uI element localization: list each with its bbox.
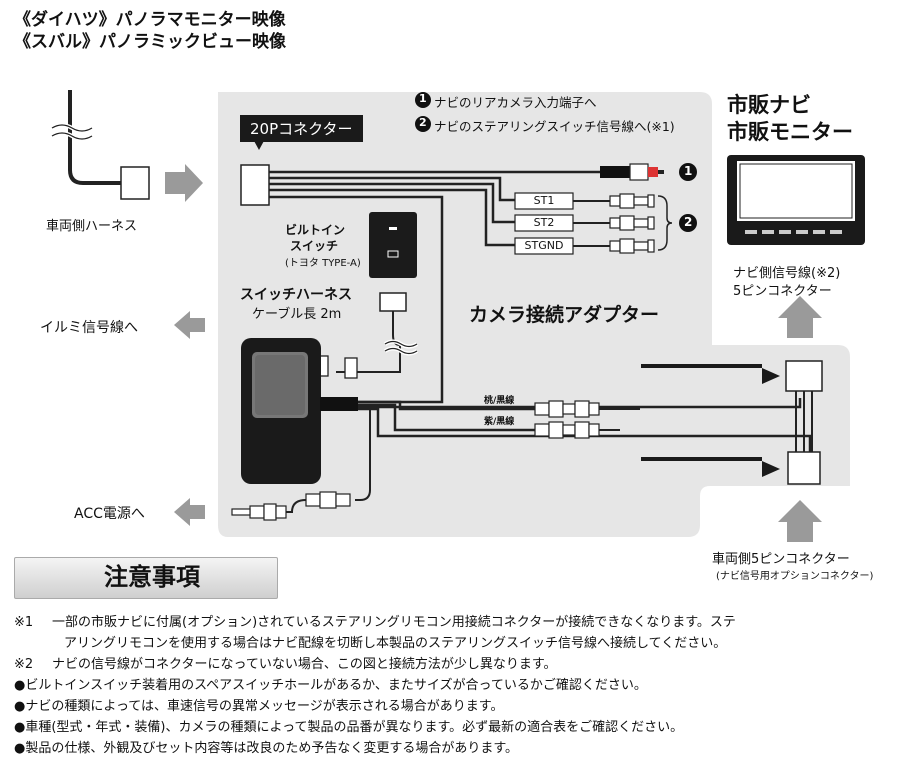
builtin-switch-label-3: (トヨタ TYPE-A) (285, 258, 361, 269)
connector-20p-tag: 20Pコネクター (240, 115, 363, 142)
peach-cable-label: 桃/黒線 (484, 396, 515, 406)
arrow-left-icon (174, 311, 205, 339)
connector-20p (240, 164, 270, 206)
note-mark: ● (14, 720, 26, 735)
legend-2-number: 2 (419, 116, 427, 129)
monitor-icon (727, 155, 865, 245)
vehicle-harness-cable (50, 90, 123, 185)
st-terminals (609, 193, 655, 254)
note-mark: ※2 (14, 657, 34, 672)
note-text: ナビの種類によっては、車速信号の異常メッセージが表示される場合があります。 (25, 699, 504, 714)
connector-5p-lower (787, 451, 821, 485)
title-daihatsu: 《ダイハツ》パノラマモニター映像 (14, 10, 286, 30)
navi-signal-line-1: ナビ側信号線(※2) (733, 266, 841, 281)
legend-1-circle (415, 92, 431, 108)
connector-5p-upper (785, 360, 823, 392)
note-2: ※2 ナビの信号線がコネクターになっていない場合、この図と接続方法が少し異なります… (14, 654, 894, 675)
stgnd-label: STGND (524, 239, 564, 252)
note-1-cont: アリングリモコンを使用する場合はナビ配線を切断し本製品のステアリングスイッチ信号… (14, 633, 894, 654)
st1-label: ST1 (533, 194, 555, 207)
legend-1-number: 1 (419, 92, 427, 105)
caution-title: 注意事項 (104, 563, 200, 591)
note-4: ●ナビの種類によっては、車速信号の異常メッセージが表示される場合があります。 (14, 696, 894, 717)
adapter-region (218, 92, 850, 537)
note-6: ●製品の仕様、外観及びセット内容等は改良のため予告なく変更する場合があります。 (14, 738, 894, 759)
monitor-title-1: 市販ナビ (727, 93, 811, 117)
arrow-up-icon (778, 296, 822, 338)
note-mark: ※1 (14, 615, 34, 630)
note-text: 製品の仕様、外観及びセット内容等は改良のため予告なく変更する場合があります。 (25, 741, 519, 756)
note-text: ビルトインスイッチ装着用のスペアスイッチホールがあるか、またサイズが合っているか… (25, 678, 647, 693)
note-text: 一部の市販ナビに付属(オプション)されているステアリングリモコン用接続コネクター… (52, 615, 736, 630)
purple-cable-label: 紫/黒線 (484, 417, 515, 427)
monitor-title-2: 市販モニター (727, 120, 853, 144)
note-mark: ● (14, 699, 26, 714)
marker-2-number: 2 (684, 215, 693, 229)
vehicle-5pin-line-1: 車両側5ピンコネクター (712, 552, 850, 567)
acc-label: ACC電源へ (74, 506, 145, 522)
arrow-up-icon-lower (778, 500, 822, 542)
switch-harness-connector (379, 292, 407, 312)
illumi-label: イルミ信号線へ (40, 320, 138, 336)
note-mark: ● (14, 741, 26, 756)
legend-2-circle (415, 116, 431, 132)
builtin-switch-label-2: スイッチ (290, 239, 339, 253)
marker-1 (679, 163, 697, 181)
legend-item-1: ナビのリアカメラ入力端子へ (434, 95, 597, 110)
vehicle-5pin-line-2: (ナビ信号用オプションコネクター) (716, 571, 874, 582)
arrow-right-icon (165, 164, 203, 202)
connector-5p-upper-tag (641, 364, 762, 368)
navi-signal-line-2: 5ピンコネクター (733, 284, 832, 299)
caution-box (14, 557, 278, 599)
adapter-title: カメラ接続アダプター (469, 304, 660, 326)
marker-2 (679, 214, 697, 232)
switch-harness-title: スイッチハーネス (240, 287, 352, 303)
note-3: ●ビルトインスイッチ装着用のスペアスイッチホールがあるか、またサイズが合っている… (14, 675, 894, 696)
acc-arrow-left-icon (174, 498, 205, 526)
vehicle-harness-connector (120, 166, 150, 200)
note-text: アリングリモコンを使用する場合はナビ配線を切断し本製品のステアリングスイッチ信号… (64, 636, 727, 651)
switch-harness-length: ケーブル長 2m (252, 307, 342, 322)
note-mark: ● (14, 678, 26, 693)
builtin-switch-label-1: ビルトイン (285, 223, 346, 237)
rca-plug-icon (600, 163, 664, 181)
connector-5p-lower-tag (641, 457, 762, 461)
st2-label: ST2 (533, 216, 555, 229)
builtin-switch (369, 212, 417, 278)
note-text: ナビの信号線がコネクターになっていない場合、この図と接続方法が少し異なります。 (52, 657, 557, 672)
notes-list: ※1 一部の市販ナビに付属(オプション)されているステアリングリモコン用接続コネク… (14, 612, 894, 759)
title-subaru: 《スバル》パノラミックビュー映像 (14, 32, 286, 52)
vehicle-harness-label: 車両側ハーネス (46, 219, 138, 234)
legend-item-2: ナビのステアリングスイッチ信号線へ(※1) (434, 119, 675, 134)
marker-1-number: 1 (684, 164, 693, 178)
note-5: ●車種(型式・年式・装備)、カメラの種類によって製品の品番が異なります。必ず最新… (14, 717, 894, 738)
note-text: 車種(型式・年式・装備)、カメラの種類によって製品の品番が異なります。必ず最新の… (25, 720, 684, 735)
note-1: ※1 一部の市販ナビに付属(オプション)されているステアリングリモコン用接続コネク… (14, 612, 894, 633)
